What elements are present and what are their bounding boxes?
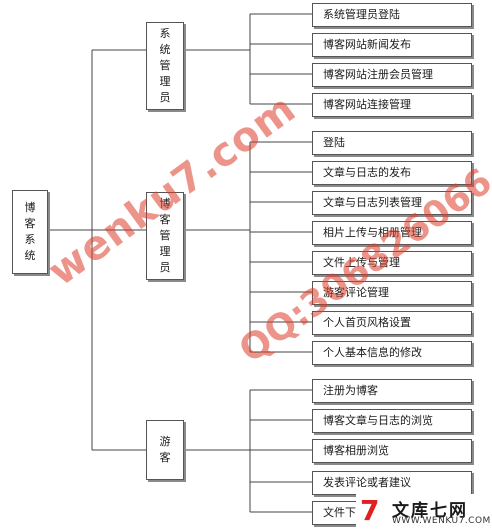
brand-logo: 7 文库七网 WWW.WENKU7.COM (356, 494, 490, 528)
group-char: 博 (159, 197, 171, 210)
group-char: 客 (159, 451, 171, 464)
brand-url: WWW.WENKU7.COM (392, 516, 491, 526)
group-char: 管 (159, 59, 171, 72)
leaf-node: 文章与日志列表管理 (312, 191, 472, 215)
root-char: 系 (24, 233, 36, 246)
group-node-system-admin: 系 统 管 理 员 (146, 22, 184, 110)
group-char: 理 (159, 245, 171, 258)
leaf-node: 发表评论或者建议 (312, 471, 472, 495)
leaf-node: 博客相册浏览 (312, 439, 472, 463)
group-char: 系 (159, 27, 171, 40)
group-node-blog-admin: 博 客 管 理 员 (146, 192, 184, 280)
group-char: 理 (159, 75, 171, 88)
root-char: 统 (24, 249, 36, 262)
group-char: 统 (159, 43, 171, 56)
leaf-node: 博客网站注册会员管理 (312, 63, 472, 87)
leaf-node: 博客文章与日志的浏览 (312, 409, 472, 433)
group-node-visitor: 游 客 (146, 420, 184, 480)
leaf-node: 游客评论管理 (312, 281, 472, 305)
leaf-node: 文件上传与管理 (312, 251, 472, 275)
leaf-node: 博客网站新闻发布 (312, 33, 472, 57)
leaf-node: 文章与日志的发布 (312, 161, 472, 185)
group-char: 员 (159, 91, 171, 104)
leaf-node: 个人基本信息的修改 (312, 341, 472, 365)
root-char: 客 (24, 217, 36, 230)
root-node: 博 客 系 统 (12, 190, 48, 274)
group-char: 游 (159, 435, 171, 448)
group-char: 管 (159, 229, 171, 242)
brand-mark: 7 (360, 494, 380, 527)
leaf-node: 系统管理员登陆 (312, 3, 472, 27)
leaf-node: 注册为博客 (312, 379, 472, 403)
root-char: 博 (24, 201, 36, 214)
leaf-node: 博客网站连接管理 (312, 93, 472, 117)
brand-name: 文库七网 (392, 501, 468, 521)
leaf-node: 相片上传与相册管理 (312, 221, 472, 245)
leaf-node: 登陆 (312, 131, 472, 155)
leaf-node: 个人首页风格设置 (312, 311, 472, 335)
group-char: 员 (159, 261, 171, 274)
group-char: 客 (159, 213, 171, 226)
